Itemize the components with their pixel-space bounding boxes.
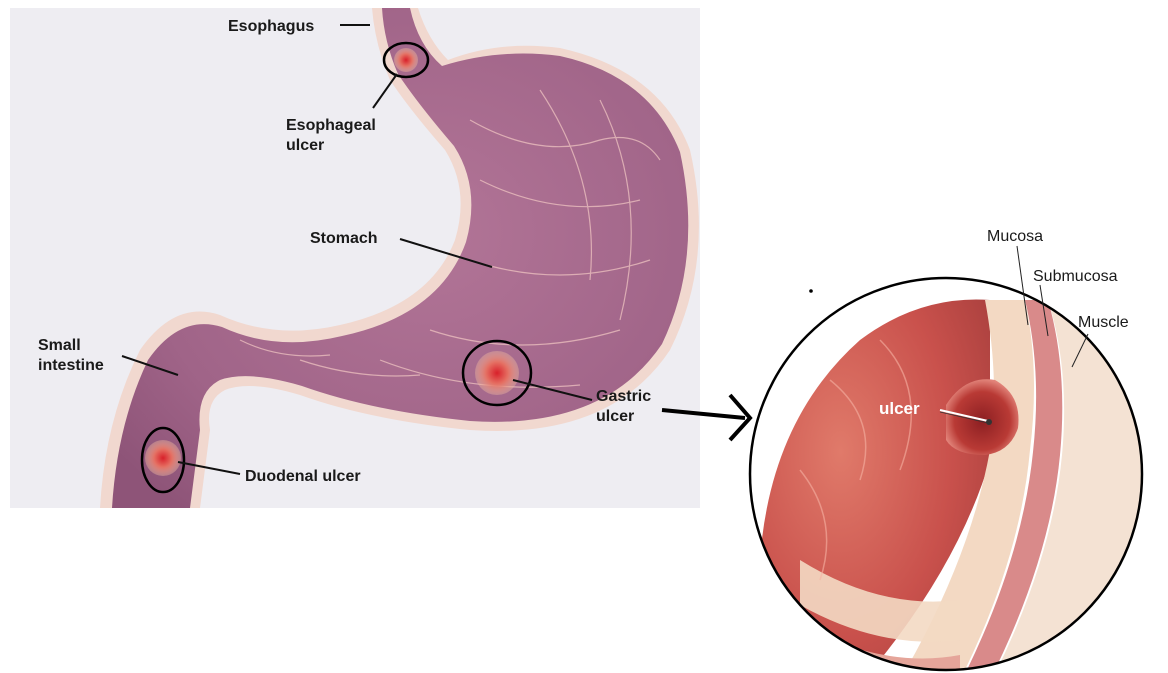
label-esophageal-ulcer-line1: Esophageal <box>286 117 376 134</box>
label-small-intestine-line2: intestine <box>38 357 104 374</box>
label-mucosa: Mucosa <box>987 228 1043 245</box>
label-gastric-ulcer-line1: Gastric <box>596 388 651 405</box>
label-duodenal-ulcer: Duodenal ulcer <box>245 468 361 485</box>
label-small-intestine-line1: Small <box>38 337 81 354</box>
ulcer-pointer-dot <box>986 419 992 425</box>
stray-dot <box>809 289 813 293</box>
label-stomach: Stomach <box>310 230 378 247</box>
label-esophagus: Esophagus <box>228 18 314 35</box>
label-submucosa: Submucosa <box>1033 268 1118 285</box>
esophageal-ulcer-spot <box>394 48 418 72</box>
label-muscle: Muscle <box>1078 314 1129 331</box>
label-esophageal-ulcer-line2: ulcer <box>286 137 324 154</box>
gastric-ulcer-spot <box>475 351 519 395</box>
label-gastric-ulcer-line2: ulcer <box>596 408 634 425</box>
label-ulcer: ulcer <box>879 399 920 418</box>
duodenal-ulcer-spot <box>145 440 181 476</box>
